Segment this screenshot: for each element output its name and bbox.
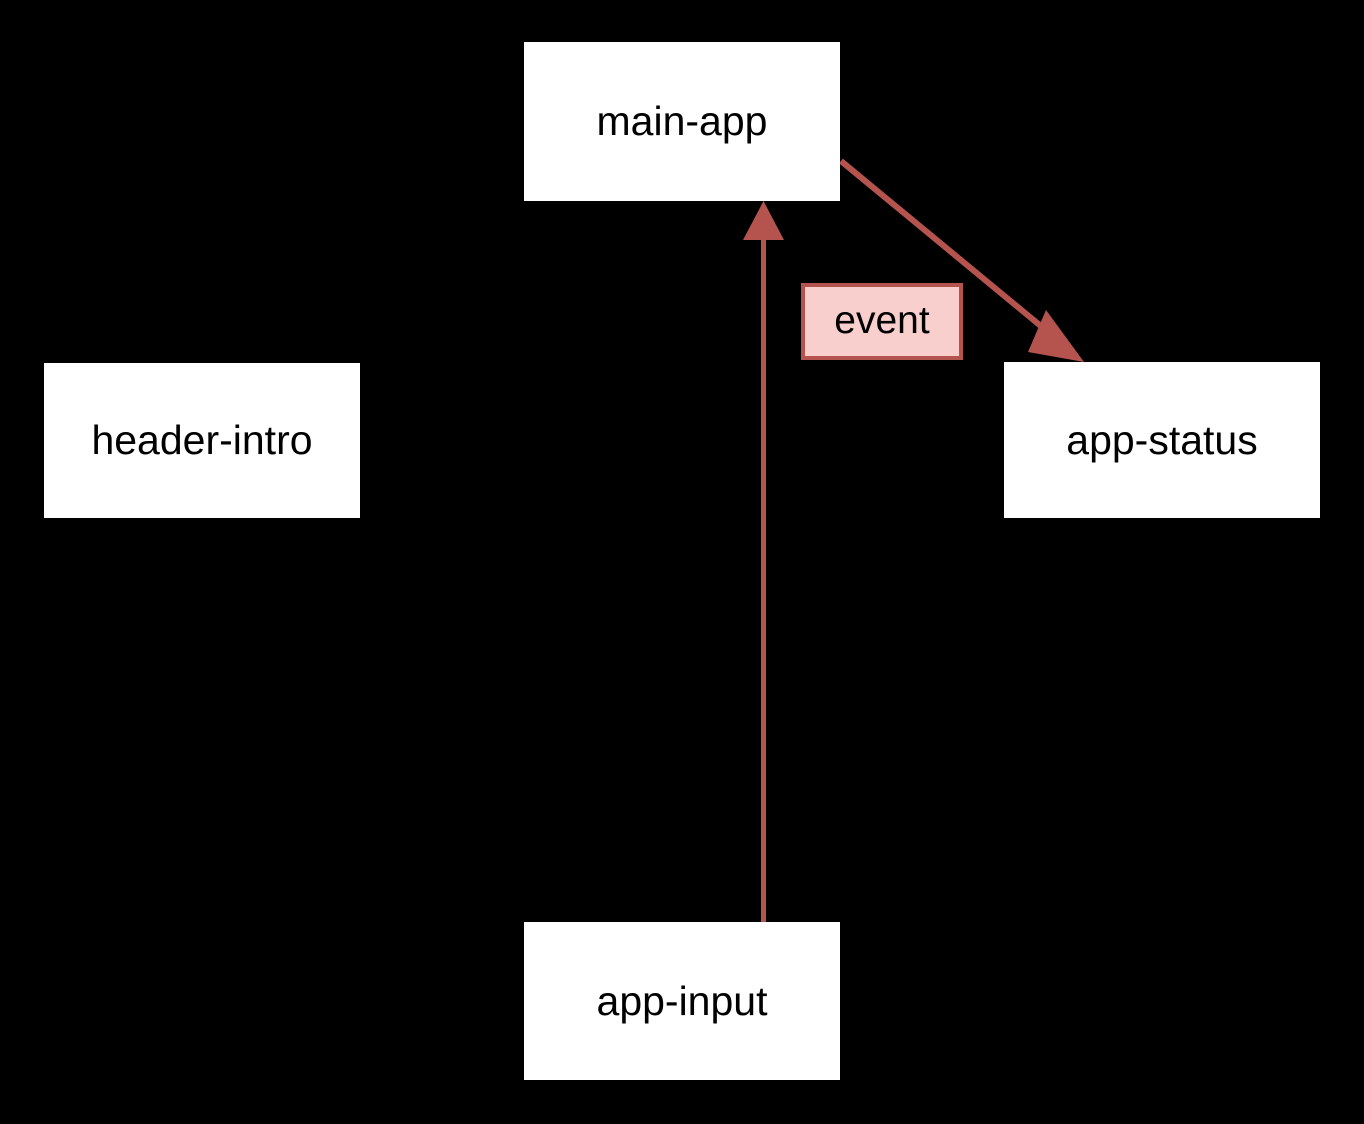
- node-label-main-app: main-app: [596, 98, 768, 144]
- arrowhead-app-status: [1028, 310, 1084, 362]
- node-header-intro[interactable]: header-intro: [44, 363, 360, 518]
- node-label-app-input: app-input: [596, 977, 768, 1024]
- node-main-app[interactable]: main-app: [524, 42, 840, 201]
- node-app-input[interactable]: app-input: [524, 922, 840, 1080]
- node-label-app-status: app-status: [1066, 416, 1258, 463]
- edge-app-input-to-main-app: [743, 201, 784, 922]
- edge-label-event-text: event: [834, 299, 930, 342]
- node-label-header-intro: header-intro: [91, 417, 313, 463]
- edge-label-event[interactable]: event: [801, 283, 963, 360]
- node-app-status[interactable]: app-status: [1004, 362, 1320, 518]
- arrowhead-main-app: [743, 201, 784, 240]
